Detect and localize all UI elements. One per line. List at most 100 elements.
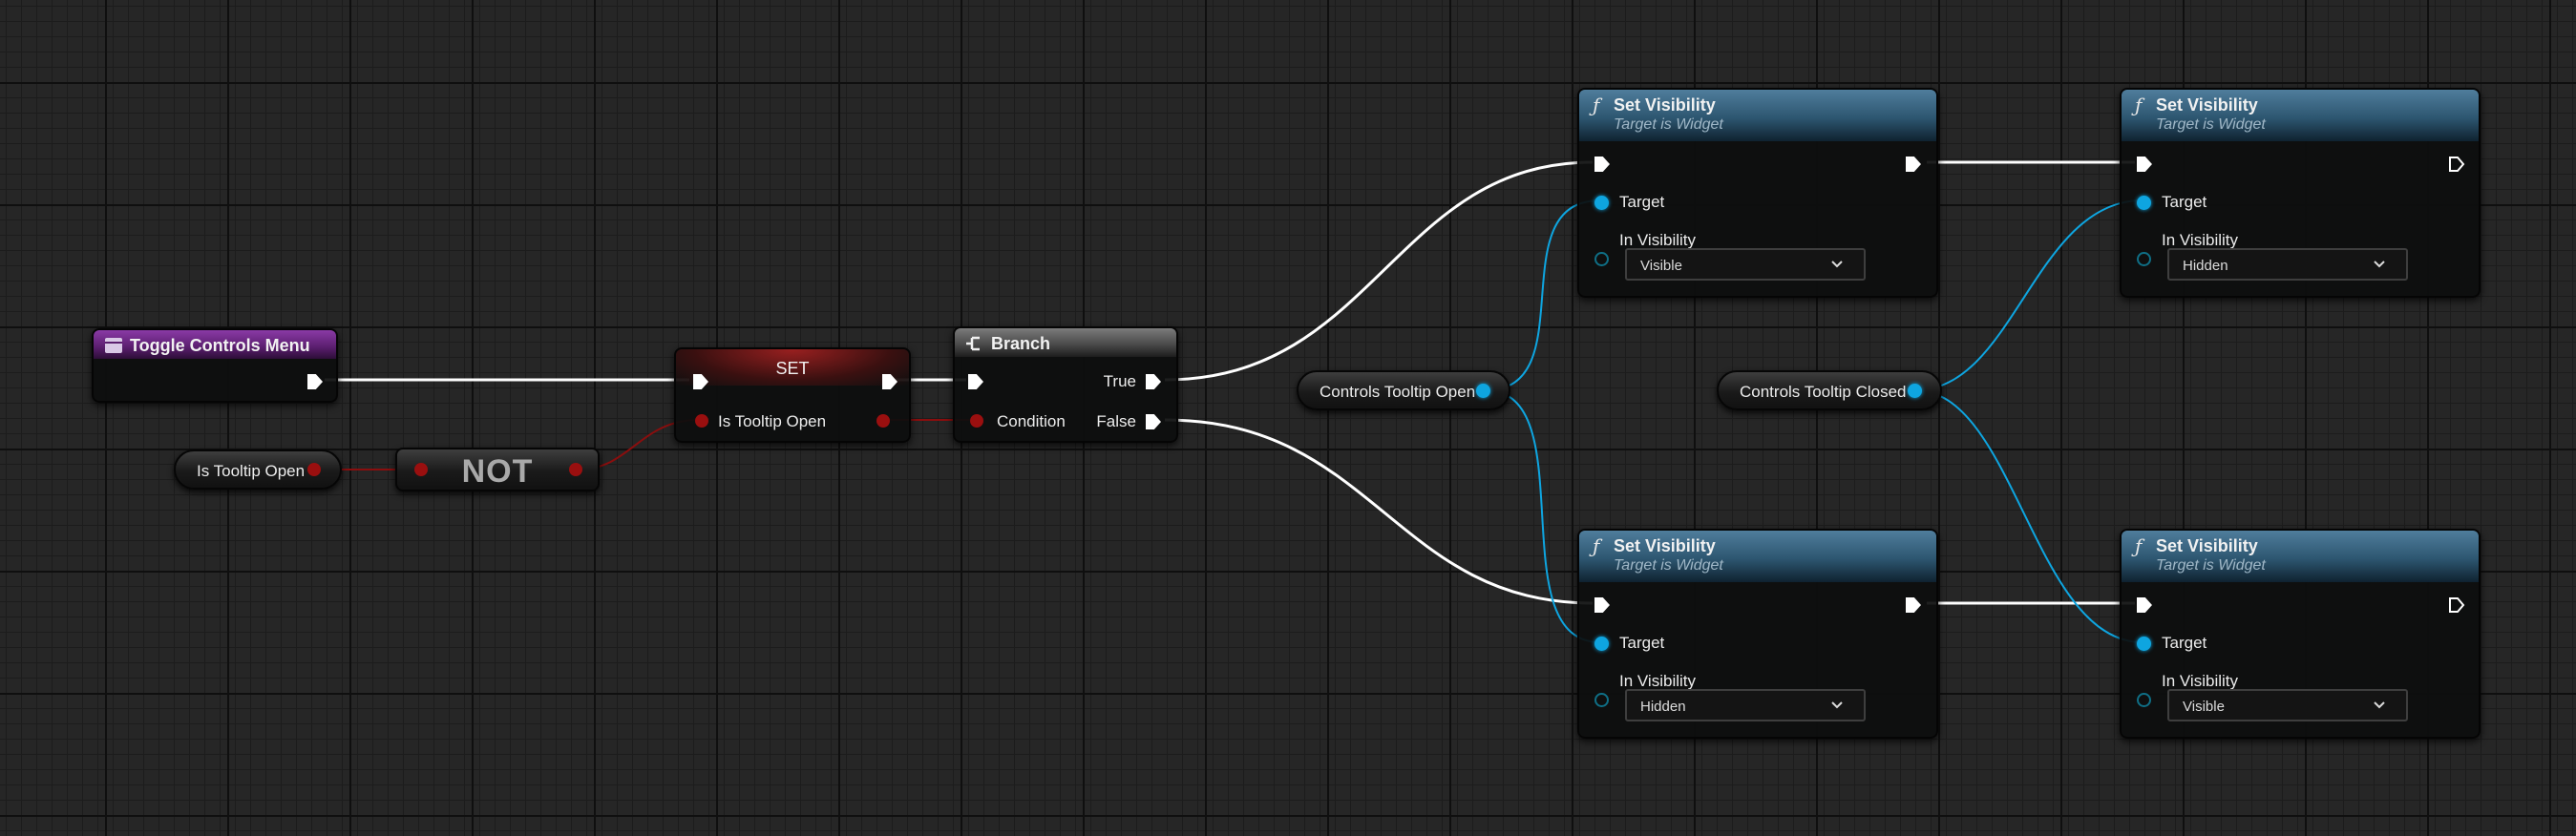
target-in-pin[interactable]: [1594, 196, 1609, 210]
exec-out-pin[interactable]: [2448, 156, 2465, 173]
function-header: [2122, 531, 2479, 582]
exec-out-pin[interactable]: [2448, 596, 2465, 614]
visibility-dropdown[interactable]: Hidden: [2167, 248, 2408, 281]
not-label: NOT: [461, 453, 534, 490]
target-label: Target: [1619, 193, 1665, 211]
function-header: [2122, 90, 2479, 141]
target-label: Target: [2162, 193, 2207, 211]
target-label: Target: [2162, 634, 2207, 652]
variable-label: Controls Tooltip Closed: [1740, 383, 1907, 401]
target-in-pin[interactable]: [2137, 637, 2151, 651]
node-subtitle: Target is Widget: [1614, 116, 1723, 133]
chevron-down-icon: [2374, 701, 2385, 709]
node-subtitle: Target is Widget: [2156, 557, 2266, 574]
in-visibility-label: In Visibility: [1619, 231, 1696, 249]
function-header: [1579, 90, 1936, 141]
bool-out-pin[interactable]: [569, 463, 582, 476]
visibility-in-pin[interactable]: [2137, 252, 2151, 266]
node-title: SET: [775, 359, 810, 378]
bool-out-pin[interactable]: [307, 463, 321, 476]
exec-out-pin[interactable]: [882, 374, 897, 389]
object-out-pin[interactable]: [1908, 384, 1922, 398]
dropdown-value: Hidden: [1640, 699, 1686, 715]
bool-in-pin[interactable]: [695, 414, 708, 428]
not-node[interactable]: NOT: [395, 448, 600, 491]
exec-wire-false-to-sv3: [1164, 418, 1594, 605]
visibility-in-pin[interactable]: [1594, 693, 1609, 707]
node-subtitle: Target is Widget: [2156, 116, 2266, 133]
node-title: Set Visibility: [1614, 536, 1716, 555]
set-visibility-node-1[interactable]: ƒ Set Visibility Target is Widget Target…: [1577, 88, 1938, 298]
in-visibility-label: In Visibility: [1619, 672, 1696, 690]
branch-node[interactable]: Branch True Condition False: [953, 326, 1178, 443]
chevron-down-icon: [2374, 261, 2385, 268]
branch-icon: [966, 336, 980, 351]
set-visibility-node-2[interactable]: ƒ Set Visibility Target is Widget Target…: [2120, 88, 2481, 298]
exec-true-pin[interactable]: [1146, 374, 1161, 389]
chevron-down-icon: [1831, 261, 1843, 268]
variable-label: Is Tooltip Open: [197, 462, 306, 480]
set-node[interactable]: SET Is Tooltip Open: [674, 347, 911, 443]
toggle-controls-menu-node[interactable]: Toggle Controls Menu: [92, 328, 338, 403]
node-title: Branch: [991, 334, 1051, 353]
in-visibility-label: In Visibility: [2162, 672, 2238, 690]
visibility-dropdown[interactable]: Visible: [2167, 689, 2408, 721]
set-pin-label: Is Tooltip Open: [718, 412, 827, 430]
true-label: True: [1103, 372, 1136, 390]
node-title: Toggle Controls Menu: [130, 336, 310, 355]
function-icon: ƒ: [1593, 94, 1600, 116]
controls-tooltip-closed-getter[interactable]: Controls Tooltip Closed: [1717, 370, 1942, 410]
target-in-pin[interactable]: [1594, 637, 1609, 651]
set-visibility-node-4[interactable]: ƒ Set Visibility Target is Widget Target…: [2120, 529, 2481, 739]
in-visibility-label: In Visibility: [2162, 231, 2238, 249]
event-header: [94, 330, 336, 359]
target-label: Target: [1619, 634, 1665, 652]
exec-in-pin[interactable]: [693, 374, 708, 389]
event-icon: [105, 338, 122, 353]
visibility-in-pin[interactable]: [1594, 252, 1609, 266]
condition-label: Condition: [997, 412, 1066, 430]
target-in-pin[interactable]: [2137, 196, 2151, 210]
controls-tooltip-open-getter[interactable]: Controls Tooltip Open: [1297, 370, 1510, 410]
obj-wire-open-to-sv3: [1485, 389, 1601, 643]
dropdown-value: Visible: [2183, 699, 2225, 715]
variable-label: Controls Tooltip Open: [1320, 383, 1476, 401]
node-title: Set Visibility: [1614, 95, 1716, 115]
function-icon: ƒ: [2135, 534, 2143, 557]
function-icon: ƒ: [1593, 534, 1600, 557]
branch-header: [955, 328, 1176, 357]
node-title: Set Visibility: [2156, 536, 2258, 555]
obj-wire-closed-to-sv2: [1914, 199, 2143, 391]
object-wires: [1485, 199, 2143, 643]
visibility-dropdown[interactable]: Hidden: [1625, 689, 1866, 721]
obj-wire-open-to-sv1: [1485, 199, 1601, 391]
function-header: [1579, 531, 1936, 582]
false-label: False: [1096, 412, 1136, 430]
bool-out-pin[interactable]: [876, 414, 890, 428]
dropdown-value: Hidden: [2183, 258, 2228, 274]
exec-false-pin[interactable]: [1146, 414, 1161, 429]
exec-out-pin[interactable]: [1906, 597, 1921, 613]
exec-in-pin[interactable]: [1594, 157, 1610, 172]
set-header: [676, 349, 909, 386]
is-tooltip-open-getter[interactable]: Is Tooltip Open: [174, 449, 342, 490]
obj-wire-closed-to-sv4: [1914, 389, 2143, 643]
bool-in-pin[interactable]: [414, 463, 428, 476]
node-title: Set Visibility: [2156, 95, 2258, 115]
set-visibility-node-3[interactable]: ƒ Set Visibility Target is Widget Target…: [1577, 529, 1938, 739]
condition-in-pin[interactable]: [970, 414, 983, 428]
visibility-dropdown[interactable]: Visible: [1625, 248, 1866, 281]
object-out-pin[interactable]: [1476, 384, 1490, 398]
exec-out-pin[interactable]: [307, 374, 323, 389]
exec-wires: [325, 160, 2135, 605]
exec-in-pin[interactable]: [2137, 157, 2152, 172]
node-subtitle: Target is Widget: [1614, 557, 1723, 574]
function-icon: ƒ: [2135, 94, 2143, 116]
dropdown-value: Visible: [1640, 258, 1682, 274]
chevron-down-icon: [1831, 701, 1843, 709]
exec-in-pin[interactable]: [968, 374, 983, 389]
exec-in-pin[interactable]: [1594, 597, 1610, 613]
visibility-in-pin[interactable]: [2137, 693, 2151, 707]
exec-in-pin[interactable]: [2137, 597, 2152, 613]
exec-out-pin[interactable]: [1906, 157, 1921, 172]
